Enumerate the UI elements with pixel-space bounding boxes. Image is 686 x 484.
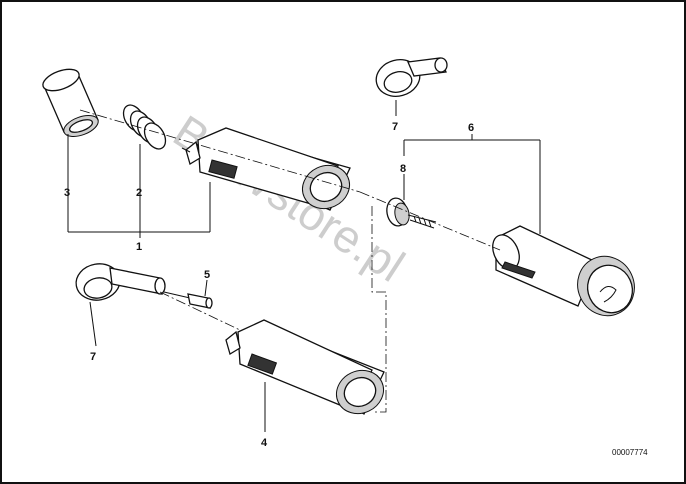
callout-6: 6 [468,122,474,134]
callout-5: 5 [204,269,210,281]
drawing-number: 00007774 [612,448,648,457]
part-clip-lower [75,263,166,301]
callout-7-lower: 7 [90,351,96,363]
part-socket-housing-upper [181,127,351,211]
part-spring [122,104,167,150]
assembly-axes [79,109,501,413]
callout-4: 4 [261,437,268,449]
part-washer-screw [386,197,437,229]
callout-2: 2 [136,187,142,199]
part-clip-top [375,57,448,97]
part-bulb [163,291,213,309]
part-sleeve-ring [42,68,99,137]
callout-1: 1 [136,241,142,253]
callout-8: 8 [400,163,406,175]
callout-labels: 3 2 1 7 6 8 5 7 4 [64,121,474,449]
callout-3: 3 [64,187,70,199]
leader-lines [67,100,541,432]
part-socket-housing-lower [225,319,385,415]
callout-7-top: 7 [392,121,398,133]
part-lighter-knob [492,225,635,317]
